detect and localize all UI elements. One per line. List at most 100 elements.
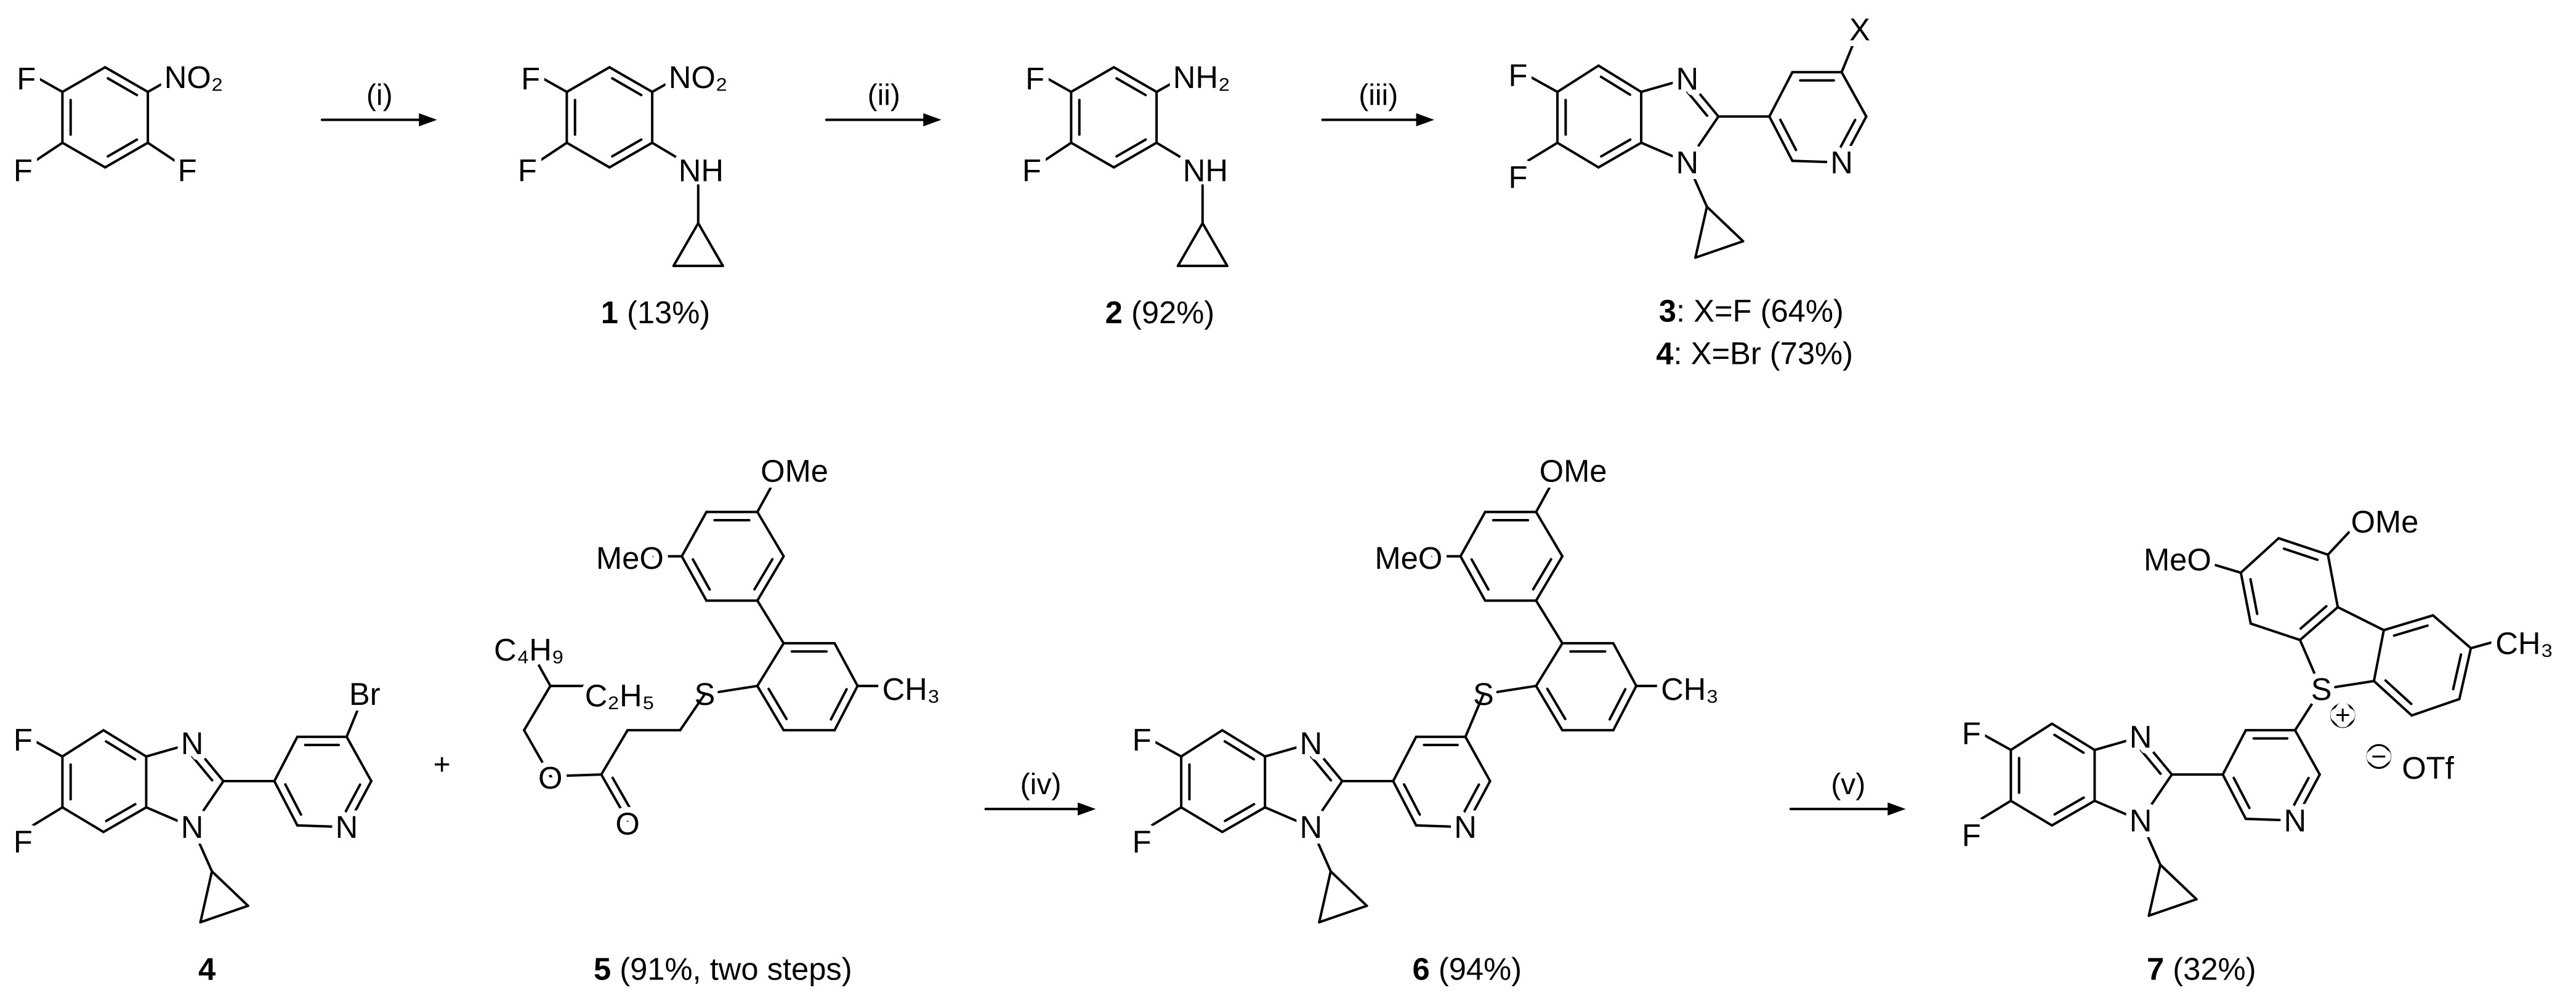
double-bond-line (2138, 747, 2162, 775)
plus-sign: + (434, 749, 451, 781)
bond (1040, 141, 1073, 164)
atom-label: F (521, 61, 540, 96)
compound-number: 4 (198, 951, 216, 986)
ring-bond (1070, 66, 1115, 94)
double-bond-line (1779, 118, 1798, 151)
ring-bond (1612, 641, 1638, 688)
bond (2093, 799, 2142, 822)
ring-bond (2009, 722, 2053, 752)
bond (1309, 779, 1344, 829)
atom-label: MeO (1375, 541, 1442, 576)
cyclopropyl-bond (2159, 863, 2198, 901)
bond (1535, 599, 1564, 645)
compound-5-caption: 5 (91%, two steps) (594, 951, 852, 986)
reaction-arrow-1: (i) (320, 79, 437, 127)
ring-bond (2372, 680, 2413, 717)
ring-bond (296, 824, 348, 829)
ring-bond (2239, 571, 2252, 625)
reaction-arrow-5: (v) (1789, 768, 1906, 816)
bond (1535, 478, 1556, 513)
ring-bond (273, 779, 299, 827)
plus-sign: + (434, 749, 451, 781)
double-bond-line (284, 783, 302, 816)
atom-label: X (1849, 12, 1870, 47)
arrowhead-icon (419, 113, 437, 127)
atom-label: C₄H₉ (494, 632, 564, 667)
bond (2139, 735, 2173, 776)
ring-bond (1180, 806, 1224, 834)
bond (1150, 806, 1183, 827)
atom-label: F (1508, 159, 1527, 195)
double-bond-line (2282, 547, 2319, 561)
ring-bond (680, 510, 708, 558)
compound-number: 6 (1413, 951, 1430, 986)
atom-label: NH₂ (1173, 60, 1230, 95)
bond (2139, 819, 2162, 866)
atom-label: OMe (2351, 504, 2419, 539)
ring-bond (608, 66, 654, 94)
arrowhead-icon (1888, 802, 1906, 816)
bond (1264, 742, 1312, 758)
ring-bond (2249, 622, 2301, 641)
bond (536, 141, 568, 164)
ring-bond (103, 66, 150, 94)
atom-label: CH₃ (882, 672, 940, 707)
ring-bond (2239, 537, 2280, 574)
ring-bond (1597, 64, 1643, 94)
cyclopropyl-bond (1705, 205, 1745, 243)
bond (1264, 806, 1312, 829)
ring-bond (2410, 697, 2461, 717)
ring-bond (1791, 159, 1843, 164)
atom-label: OMe (1540, 454, 1607, 489)
atom-label: O (538, 760, 562, 795)
bond (191, 779, 225, 829)
ring-bond (2431, 614, 2473, 649)
atom-label: NO₂ (669, 60, 728, 95)
bond (1686, 77, 1720, 118)
bond (651, 141, 687, 164)
ring-bond (2244, 818, 2296, 822)
bond (2093, 735, 2142, 752)
atom-label: F (1133, 824, 1152, 859)
atom-label: NH (679, 153, 724, 188)
ring-bond (2221, 729, 2247, 776)
bond (756, 599, 785, 645)
ring-bond (273, 735, 299, 782)
atom-label: N (1830, 145, 1853, 180)
ring-bond (1392, 779, 1418, 827)
bond (651, 76, 680, 94)
double-bond-line (2392, 624, 2429, 637)
atom-label: F (518, 153, 537, 188)
ring-bond (2382, 614, 2434, 632)
ring-bond (1556, 141, 1600, 169)
cyclopropyl-bond (2147, 898, 2198, 917)
ring-bond (2298, 606, 2340, 641)
atom-label: F (178, 153, 197, 188)
atom-label: NO₂ (164, 60, 224, 95)
compound-4-caption: 4 (198, 951, 216, 986)
atom-label: N (181, 810, 204, 845)
bond (1150, 739, 1183, 758)
compound-yield: : X=F (64%) (1676, 293, 1844, 328)
bond (2293, 688, 2323, 732)
ring-bond (756, 641, 785, 688)
bond (31, 806, 64, 827)
double-bond-line (611, 138, 643, 158)
ring-bond (1535, 555, 1564, 602)
bond (1464, 693, 1485, 738)
bond (600, 773, 629, 822)
double-bond-line (753, 558, 774, 591)
reaction-condition-label: (ii) (868, 79, 900, 112)
double-bond-line (2384, 679, 2413, 706)
bond (1526, 74, 1559, 94)
double-bond-line (1308, 753, 1333, 782)
atom-label: N (1300, 810, 1323, 845)
cyclopropyl-bond (211, 870, 249, 907)
ring-bond (1464, 779, 1492, 829)
double-bond-line (2299, 605, 2328, 630)
atom-label: S (2311, 672, 2332, 707)
double-bond-line (2249, 577, 2259, 616)
